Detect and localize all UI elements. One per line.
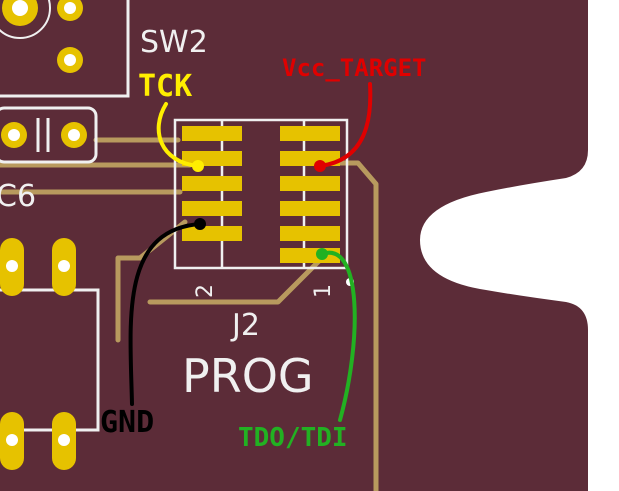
tdo-leader-line <box>320 250 357 422</box>
silk-pin-1-marker: 1 <box>311 284 336 298</box>
annotation-dots <box>192 160 328 260</box>
tck-leader-line <box>156 102 200 168</box>
copper-traces <box>0 137 379 491</box>
label-tck: TCK <box>138 69 192 104</box>
label-gnd: GND <box>100 405 154 440</box>
label-vcc-target: Vcc_TARGET <box>282 54 427 82</box>
vcc-leader-line <box>318 82 373 168</box>
label-tdo-tdi: TDO/TDI <box>238 423 348 453</box>
capacitor-c6-footprint <box>0 106 98 164</box>
silk-value-prog: PROG <box>182 349 314 403</box>
component-left-footprint <box>0 238 100 470</box>
silk-ref-c6: C6 <box>0 179 36 214</box>
silk-ref-sw2: SW2 <box>140 25 208 60</box>
pcb-board <box>0 0 588 491</box>
annotation-leader-lines <box>128 82 373 422</box>
gnd-leader-line <box>128 222 202 406</box>
switch-sw2-footprint <box>0 0 130 98</box>
silk-ref-j2: J2 <box>230 308 260 343</box>
silk-pin-2-marker: 2 <box>193 284 218 298</box>
